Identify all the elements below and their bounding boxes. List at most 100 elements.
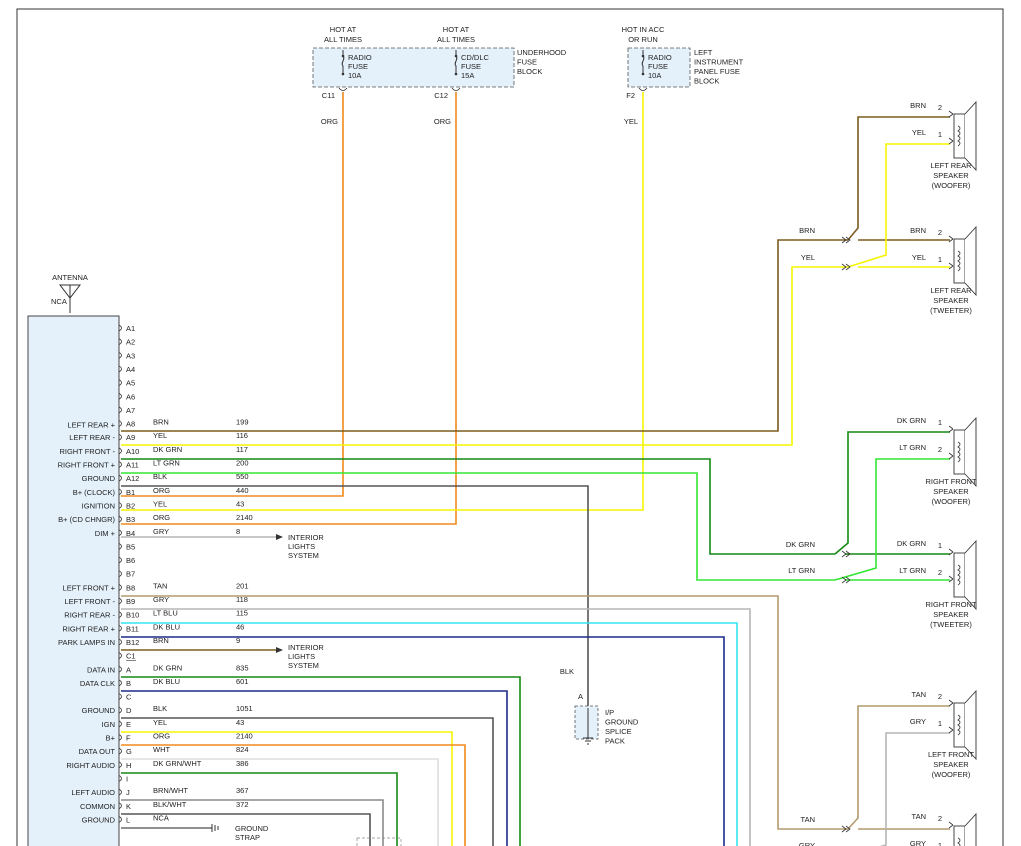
pin-label: B5 xyxy=(126,542,135,551)
speaker-pin: 2 xyxy=(938,445,942,454)
wire-b10-ltblu xyxy=(121,622,738,846)
speaker-name: SPEAKER xyxy=(933,171,969,180)
speaker-terminal xyxy=(948,726,954,734)
pin-connector xyxy=(118,693,122,700)
speaker-wire-color: LT GRN xyxy=(899,443,926,452)
fuse-hot-label: HOT AT xyxy=(330,25,357,34)
circuit-number: 440 xyxy=(236,486,249,495)
splice-wire-label: BLK xyxy=(560,667,574,676)
speaker-wire-color: TAN xyxy=(912,812,926,821)
wire-color-label: DK GRN xyxy=(153,663,182,672)
wire-color-label: ORG xyxy=(153,486,170,495)
pin-function-label: IGNITION xyxy=(82,501,115,510)
speaker-pin: 1 xyxy=(938,130,942,139)
wire-color-label: ORG xyxy=(321,117,338,126)
circuit-number: 43 xyxy=(236,499,244,508)
connector-box xyxy=(356,837,402,846)
pin-connector xyxy=(118,392,122,400)
speaker-name: RIGHT FRONT xyxy=(925,600,977,609)
pin-connector xyxy=(118,788,122,796)
pin-label: K xyxy=(126,802,131,811)
fuse-hot-label: ALL TIMES xyxy=(437,35,475,44)
splice-pack-label: GROUND xyxy=(605,718,639,727)
speaker-left-front-tweeter-coil xyxy=(957,837,961,846)
pin-label: J xyxy=(126,788,130,797)
pin-label: A5 xyxy=(126,379,135,388)
wire-a11-ltgrn xyxy=(121,472,835,581)
pin-label: L xyxy=(126,815,130,824)
speaker-name: LEFT REAR xyxy=(930,286,972,295)
ip-fuse-block xyxy=(627,47,691,88)
pin-function-label: DATA OUT xyxy=(79,747,116,756)
pin-label: F xyxy=(126,734,131,743)
splice-label: BRN xyxy=(799,226,815,235)
speaker-name: SPEAKER xyxy=(933,760,969,769)
circuit-number: 550 xyxy=(236,472,249,481)
speaker-wire-color: GRY xyxy=(910,717,926,726)
pin-label: E xyxy=(126,720,131,729)
pin-label: B7 xyxy=(126,570,135,579)
pin-connector xyxy=(118,679,122,687)
pin-function-label: PARK LAMPS IN xyxy=(58,638,115,647)
wire-color-label: BRN xyxy=(153,636,169,645)
ground-splice-pack xyxy=(574,705,599,740)
fuse-connector xyxy=(338,87,348,91)
pin-label: B12 xyxy=(126,638,139,647)
speaker-name: (WOOFER) xyxy=(932,770,971,779)
wire-color-label: BLK/WHT xyxy=(153,800,187,809)
pin-connector xyxy=(118,570,122,578)
splice-label: DK GRN xyxy=(786,540,815,549)
ground-icon xyxy=(583,708,593,745)
fuse-block-label: LEFT xyxy=(694,48,713,57)
pin-connector xyxy=(118,502,122,509)
fuse-terminal xyxy=(341,72,345,76)
circuit-number: 601 xyxy=(236,677,249,686)
fuse-terminal xyxy=(341,54,345,58)
pin-label: A4 xyxy=(126,365,135,374)
pin-connector xyxy=(118,775,122,782)
circuit-number: 118 xyxy=(236,595,248,604)
pin-label: A8 xyxy=(126,420,135,429)
pin-label: D xyxy=(126,706,132,715)
diagram-frame xyxy=(16,8,1004,846)
speaker-name: SPEAKER xyxy=(933,610,969,619)
antenna-label: ANTENNA xyxy=(52,273,88,282)
pin-function-label: RIGHT AUDIO xyxy=(66,761,115,770)
fuse-name: RADIO xyxy=(648,53,672,62)
pin-label: B2 xyxy=(126,501,135,510)
fuse-hot-label: ALL TIMES xyxy=(324,35,362,44)
wire-lr-woofer-brn xyxy=(847,116,950,241)
pin-label: A12 xyxy=(126,474,139,483)
fuse-block-label: BLOCK xyxy=(694,77,719,86)
pin-label: A2 xyxy=(126,338,135,347)
wire-lf-woofer-tan xyxy=(847,705,950,830)
fuse-hot-label: OR RUN xyxy=(628,35,658,44)
pin-label: G xyxy=(126,747,132,756)
speaker-left-front-woofer-coil xyxy=(957,714,961,736)
pin-connector xyxy=(118,556,122,564)
wire-a10-dkgrn xyxy=(121,458,835,555)
speaker-right-front-woofer-coil xyxy=(957,441,961,463)
wire-f-org xyxy=(121,744,466,846)
speaker-terminal xyxy=(948,699,954,707)
pin-connector xyxy=(118,420,122,427)
wire-rf-woofer-dkgrn xyxy=(834,431,950,555)
circuit-number: 835 xyxy=(236,663,249,672)
fuse-connector-label: F2 xyxy=(626,91,635,100)
speaker-wire-color: YEL xyxy=(912,253,926,262)
pin-label: B11 xyxy=(126,624,139,633)
pin-label: B9 xyxy=(126,597,135,606)
pin-connector xyxy=(118,447,122,455)
circuit-number: 386 xyxy=(236,759,249,768)
speaker-name: SPEAKER xyxy=(933,296,969,305)
fuse-connector-label: C12 xyxy=(434,91,448,100)
wire-color-label: YEL xyxy=(153,718,167,727)
speaker-name: (TWEETER) xyxy=(930,620,972,629)
pin-label: H xyxy=(126,761,131,770)
pin-function-label: B+ (CLOCK) xyxy=(73,488,116,497)
wire-color-label: LT BLU xyxy=(153,609,178,618)
speaker-terminal xyxy=(948,235,954,243)
pin-connector xyxy=(118,816,122,823)
pin-label: B1 xyxy=(126,488,135,497)
